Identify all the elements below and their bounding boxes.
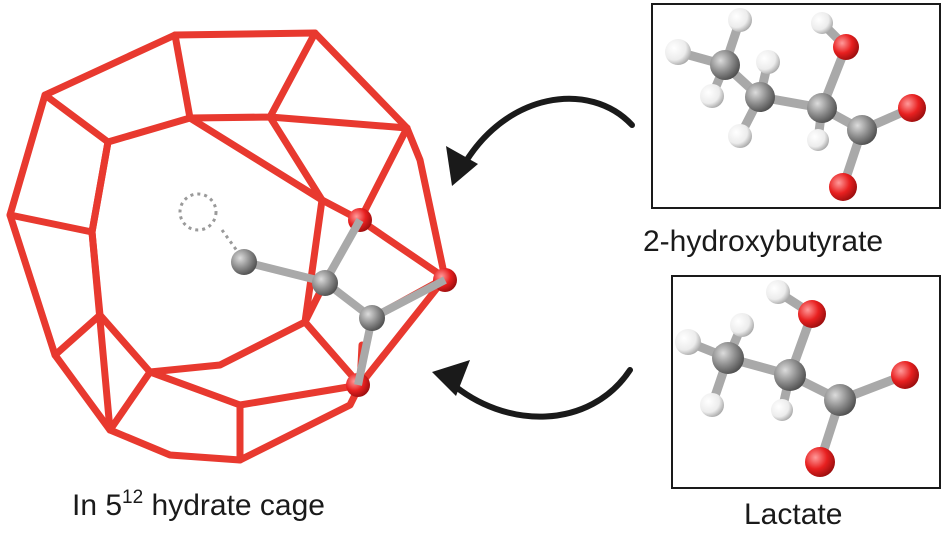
upper-arrowhead-icon (446, 146, 478, 186)
guest-carbon-atom (312, 270, 338, 296)
lactate-label: Lactate (744, 498, 843, 531)
cage-top-face (41, 29, 411, 146)
cage-caption-superscript: 12 (122, 487, 144, 508)
cage-caption: In 512 hydrate cage (72, 488, 325, 521)
missing-group-placeholder (178, 192, 218, 232)
guest-molecule (178, 192, 447, 386)
guest-bond (370, 276, 447, 322)
hydroxybutyrate-label: 2-hydroxybutyrate (643, 225, 884, 258)
curved-arrows (447, 95, 635, 420)
guest-bond (244, 258, 326, 286)
lactate-molecule (675, 280, 919, 477)
cage-caption-suffix: hydrate cage (143, 489, 325, 522)
guest-carbon-atom (359, 305, 385, 331)
cage-inner-rim (88, 113, 326, 376)
lower-arrowhead-icon (432, 360, 470, 396)
cage-interior-edges (6, 114, 449, 464)
cage-caption-prefix: In 5 (72, 489, 123, 522)
guest-carbon-atom (231, 249, 257, 275)
lower-arrow (447, 367, 633, 420)
hydroxybutyrate-molecule (665, 8, 926, 201)
arrowheads (432, 146, 478, 396)
dashed-bond (220, 229, 242, 256)
hydrate-cage (6, 29, 449, 464)
upper-arrow (459, 95, 635, 171)
cage-outer-ring (6, 29, 449, 464)
